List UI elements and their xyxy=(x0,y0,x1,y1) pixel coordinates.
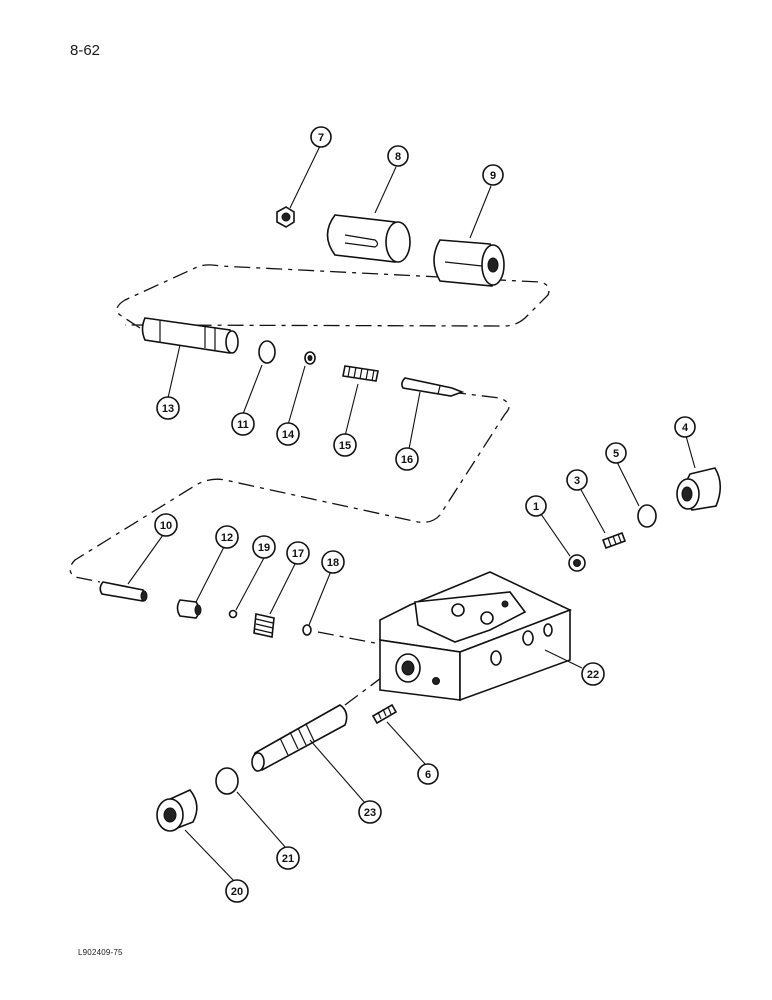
callout-18: 18 xyxy=(321,550,345,574)
page-number: 8-62 xyxy=(70,42,101,59)
part-set-screw-6 xyxy=(371,703,398,725)
part-plug-12 xyxy=(176,599,202,619)
part-spring-17 xyxy=(253,613,275,638)
callout-3: 3 xyxy=(566,469,588,491)
callout-label: 12 xyxy=(221,532,233,544)
part-seat-1 xyxy=(568,554,586,572)
part-pin-16 xyxy=(401,377,465,397)
callout-label: 9 xyxy=(490,170,496,182)
callout-label: 17 xyxy=(292,548,304,560)
callout-8: 8 xyxy=(387,145,409,167)
assembly-path-middle xyxy=(69,391,510,583)
callout-17: 17 xyxy=(286,541,310,565)
callout-label: 20 xyxy=(231,886,243,898)
callout-9: 9 xyxy=(482,164,504,186)
callout-15: 15 xyxy=(333,433,357,457)
callout-label: 22 xyxy=(587,669,599,681)
part-spring-3 xyxy=(601,531,627,550)
figure-id: L902409-75 xyxy=(78,948,123,957)
callout-22: 22 xyxy=(581,662,605,686)
callout-11: 11 xyxy=(231,412,255,436)
callout-label: 1 xyxy=(533,501,539,513)
callout-label: 21 xyxy=(282,853,294,865)
callout-label: 14 xyxy=(282,429,295,441)
callout-12: 12 xyxy=(215,525,239,549)
callout-label: 13 xyxy=(162,403,174,415)
part-valve-housing-22 xyxy=(379,571,573,702)
callout-label: 15 xyxy=(339,440,351,452)
assembly-path-upper xyxy=(116,264,550,329)
part-plug-20 xyxy=(156,789,198,832)
part-slotted-sleeve xyxy=(326,214,411,263)
part-o-ring-18 xyxy=(302,624,312,636)
part-o-ring-5 xyxy=(637,504,657,528)
callout-label: 16 xyxy=(401,454,413,466)
part-o-ring-11 xyxy=(258,340,276,364)
part-plug-4 xyxy=(676,467,722,511)
part-o-ring-21 xyxy=(215,767,239,795)
assembly-path-spool xyxy=(344,674,386,706)
callout-6: 6 xyxy=(417,763,439,785)
callout-10: 10 xyxy=(154,513,178,537)
callout-label: 23 xyxy=(364,807,376,819)
part-washer-14 xyxy=(304,351,316,365)
part-ball-19 xyxy=(228,609,238,619)
callout-label: 5 xyxy=(613,448,619,460)
callout-13: 13 xyxy=(156,396,180,420)
callout-label: 11 xyxy=(237,419,249,431)
callout-1: 1 xyxy=(525,495,547,517)
callout-20: 20 xyxy=(225,879,249,903)
callout-19: 19 xyxy=(252,535,276,559)
callout-16: 16 xyxy=(395,447,419,471)
callout-23: 23 xyxy=(358,800,382,824)
callout-label: 8 xyxy=(395,151,401,163)
callout-4: 4 xyxy=(674,416,696,438)
callout-label: 3 xyxy=(574,475,580,487)
callout-7: 7 xyxy=(310,126,332,148)
part-spring-15 xyxy=(342,365,379,382)
callout-14: 14 xyxy=(276,422,300,446)
assembly-path-valve xyxy=(317,631,386,646)
callout-label: 19 xyxy=(258,542,270,554)
part-nut xyxy=(276,206,295,228)
leader-lines xyxy=(127,145,696,883)
callout-label: 7 xyxy=(318,132,324,144)
part-sleeve xyxy=(433,239,505,287)
callout-5: 5 xyxy=(605,442,627,464)
part-pin-10 xyxy=(99,581,148,602)
callout-21: 21 xyxy=(276,846,300,870)
part-valve-body-tube xyxy=(141,317,239,354)
callout-label: 4 xyxy=(682,422,689,434)
callout-label: 10 xyxy=(160,520,172,532)
callout-label: 18 xyxy=(327,557,339,569)
callout-label: 6 xyxy=(425,769,431,781)
part-spool-23 xyxy=(251,704,348,772)
